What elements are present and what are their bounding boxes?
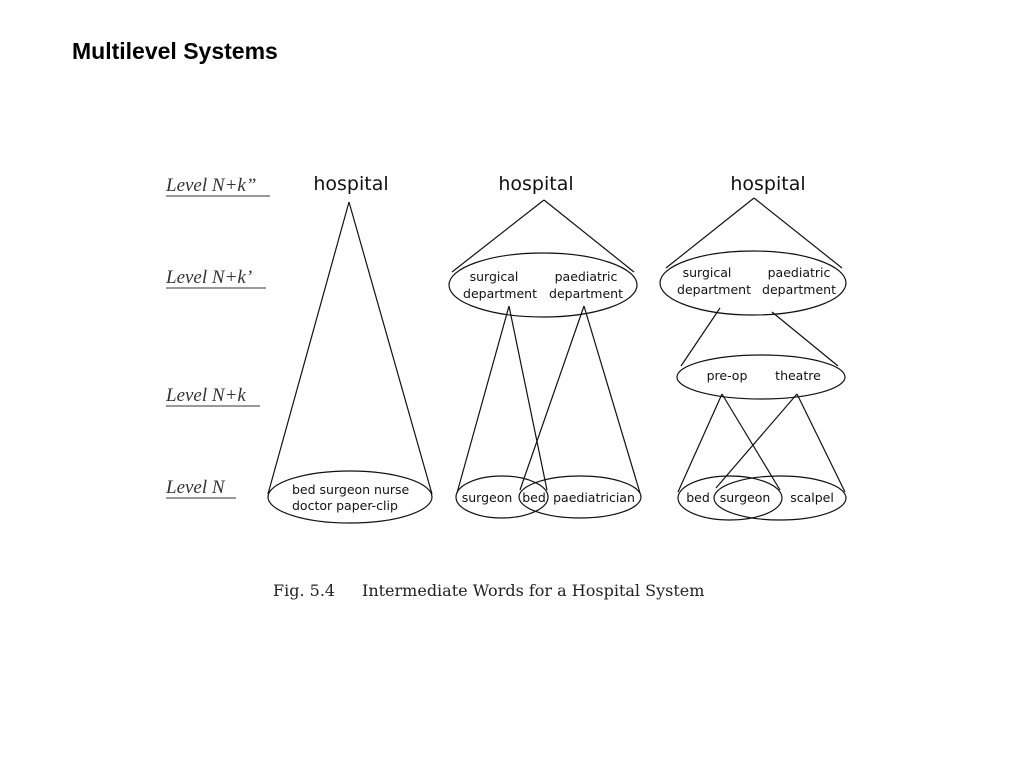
diagram-middle: hospital surgical department paediatric …	[448, 173, 642, 519]
right-dept-ellipse	[659, 250, 847, 316]
middle-paed-ellipse	[518, 475, 642, 519]
right-top-cone-line	[753, 197, 843, 269]
left-cone-line	[348, 201, 433, 495]
left-bottom-label-2: doctor paper-clip	[292, 498, 398, 513]
level-label-nk1: Level N+k’	[165, 267, 252, 288]
right-preop-ellipse	[677, 475, 783, 521]
right-theatre-ellipse	[713, 475, 847, 521]
right-preop-cone-line	[721, 393, 781, 491]
middle-surgical-label-1: surgical	[470, 269, 519, 284]
level-label-nk: Level N+k	[165, 385, 246, 406]
middle-paed-label-1: paediatric	[555, 269, 618, 284]
left-cone-line	[267, 201, 350, 495]
diagram-right: hospital surgical department paediatric …	[659, 173, 847, 521]
right-theatre-cone-line	[715, 393, 798, 489]
right-mid-ellipse	[676, 354, 846, 400]
right-bed-label: bed	[686, 490, 710, 505]
middle-surgical-ellipse	[455, 475, 549, 519]
middle-top-cone-line	[451, 199, 545, 273]
right-theatre-cone-line	[796, 393, 846, 493]
middle-hospital-label: hospital	[498, 173, 573, 195]
figure-caption: Fig. 5.4 Intermediate Words for a Hospit…	[273, 581, 704, 600]
right-mid-cone-line	[680, 307, 721, 367]
middle-surgical-cone-line	[508, 305, 548, 491]
right-theatre-label: theatre	[775, 368, 821, 383]
right-hospital-label: hospital	[730, 173, 805, 195]
diagram-left: hospital bed surgeon nurse doctor paper-…	[267, 173, 433, 524]
caption-text: Intermediate Words for a Hospital System	[362, 581, 704, 600]
middle-dept-ellipse	[448, 252, 638, 318]
left-bottom-ellipse	[267, 470, 433, 524]
middle-paed-cone-line	[519, 305, 585, 491]
middle-bed-label: bed	[522, 490, 546, 505]
right-paed-label-2: department	[762, 282, 836, 297]
middle-paed-label-2: department	[549, 286, 623, 301]
level-label-nk2: Level N+k”	[165, 175, 256, 196]
left-hospital-label: hospital	[313, 173, 388, 195]
level-label-n: Level N	[165, 477, 226, 498]
middle-surgeon-label: surgeon	[462, 490, 513, 505]
level-labels: Level N+k” Level N+k’ Level N+k Level N	[165, 175, 270, 499]
right-surgical-label-2: department	[677, 282, 751, 297]
right-mid-cone-line	[771, 311, 839, 367]
middle-paed-cone-line	[583, 305, 641, 494]
caption-fig-number: Fig. 5.4	[273, 581, 335, 600]
middle-surgical-label-2: department	[463, 286, 537, 301]
right-top-cone-line	[665, 197, 755, 269]
right-paed-label-1: paediatric	[768, 265, 831, 280]
middle-surgical-cone-line	[456, 305, 510, 494]
right-preop-cone-line	[677, 393, 723, 493]
right-preop-label: pre-op	[707, 368, 748, 383]
right-surgical-label-1: surgical	[683, 265, 732, 280]
right-surgeon-label: surgeon	[720, 490, 771, 505]
left-bottom-label-1: bed surgeon nurse	[292, 482, 410, 497]
right-scalpel-label: scalpel	[790, 490, 834, 505]
middle-paediatrician-label: paediatrician	[553, 490, 635, 505]
middle-top-cone-line	[543, 199, 635, 273]
slide-title: Multilevel Systems	[72, 38, 278, 64]
